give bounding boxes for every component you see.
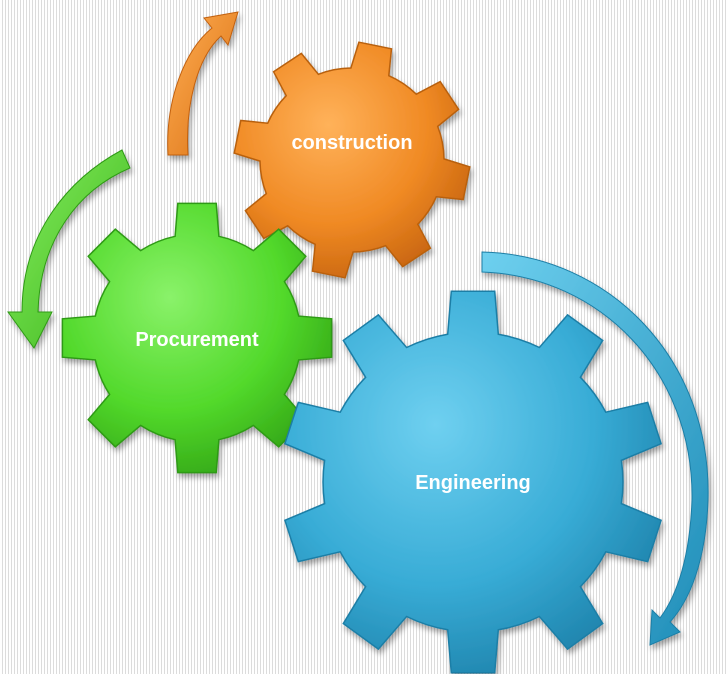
construction-gear-body (233, 41, 471, 279)
procurement-gear-body (61, 202, 333, 474)
green-cycle-arrow (7, 149, 131, 349)
construction-gear-label: construction (291, 132, 412, 154)
procurement-gear-label: Procurement (135, 329, 259, 351)
engineering-gear: Engineering (283, 290, 663, 674)
engineering-gear-label: Engineering (415, 472, 531, 494)
procurement-gear: Procurement (61, 202, 333, 474)
blue-cycle-arrow (481, 251, 709, 646)
engineering-gear-body (283, 290, 663, 674)
orange-cycle-arrow (167, 11, 239, 156)
construction-gear: construction (233, 41, 471, 279)
